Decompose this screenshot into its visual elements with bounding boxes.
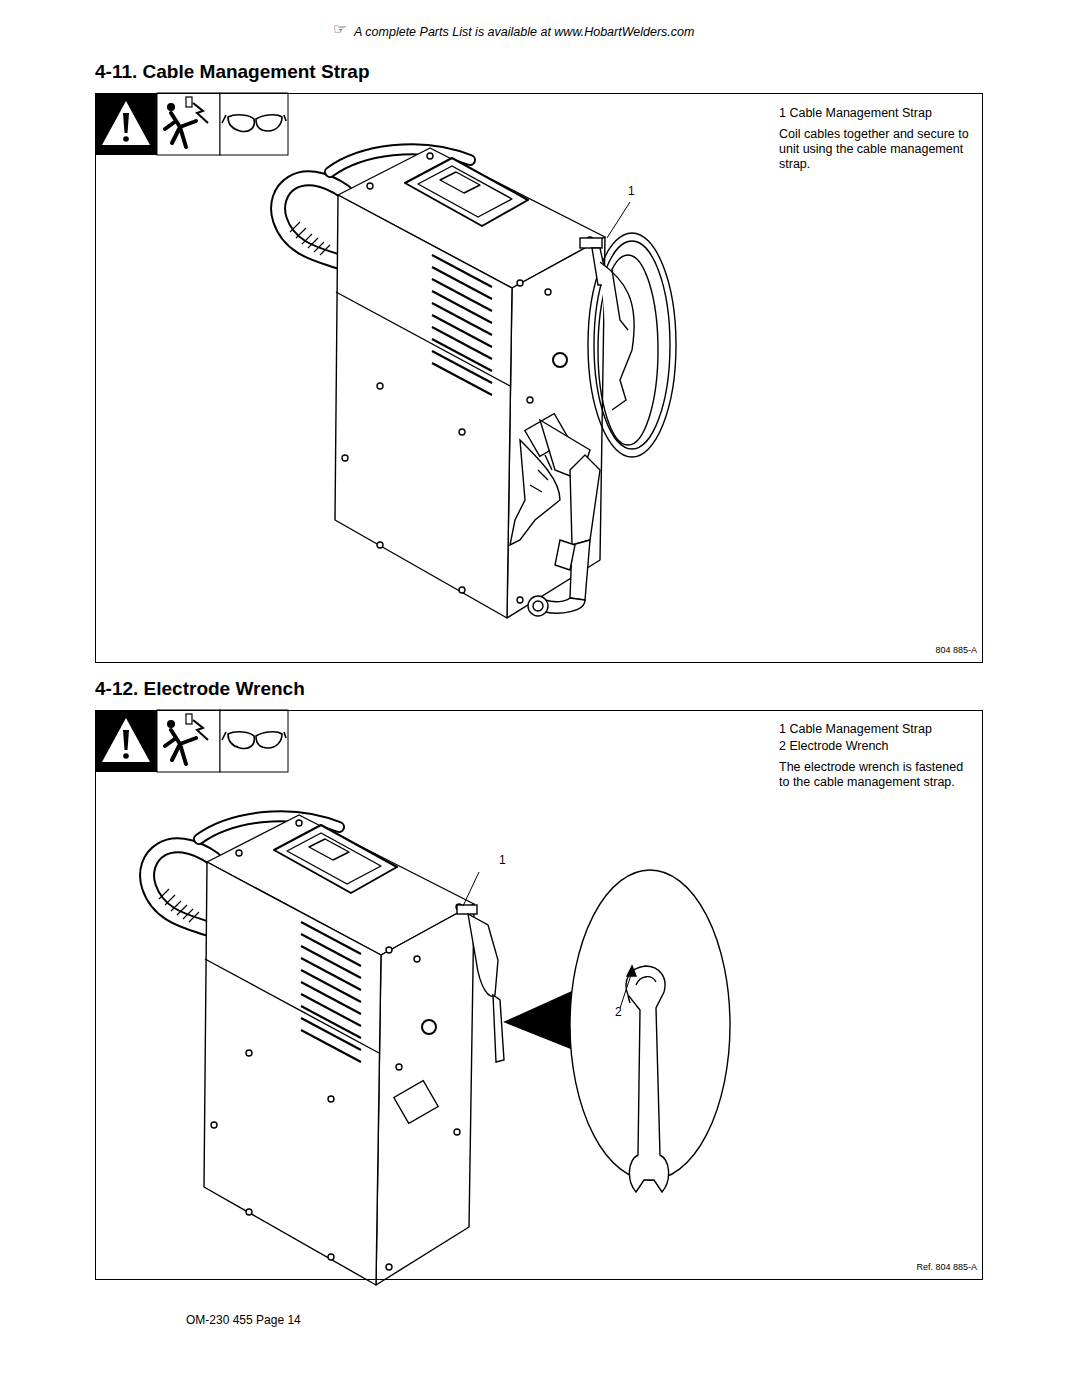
note-text: 804 885-A [935, 645, 977, 655]
section-heading: 4-12. Electrode Wrench [95, 678, 305, 700]
callout-number: ☞ [333, 20, 346, 38]
description-column: 1 Cable Management StrapCoil cables toge… [779, 106, 975, 172]
note-text: Ref. 804 885-A [916, 1262, 977, 1272]
description-text: Coil cables together and secure to unit … [779, 127, 975, 172]
callout-number: 2 [615, 1005, 622, 1019]
section-heading: 4-11. Cable Management Strap [95, 61, 370, 83]
description-column: 1 Cable Management Strap 2 Electrode Wren… [779, 722, 975, 790]
section-frame: 4-12. Electrode Wrench1 Cable Management… [95, 710, 983, 1280]
note-text: OM-230 455 Page 14 [186, 1313, 301, 1327]
callout-number: 1 [499, 853, 506, 867]
description-text: 1 Cable Management Strap [779, 106, 975, 121]
callout-number: 1 [628, 184, 635, 198]
description-text: 2 Electrode Wrench [779, 739, 975, 754]
description-text: The electrode wrench is fastened to the … [779, 760, 975, 790]
note-text: A complete Parts List is available at ww… [354, 25, 694, 39]
section-frame: 4-11. Cable Management Strap1 Cable Mana… [95, 93, 983, 663]
description-text: 1 Cable Management Strap [779, 722, 975, 737]
